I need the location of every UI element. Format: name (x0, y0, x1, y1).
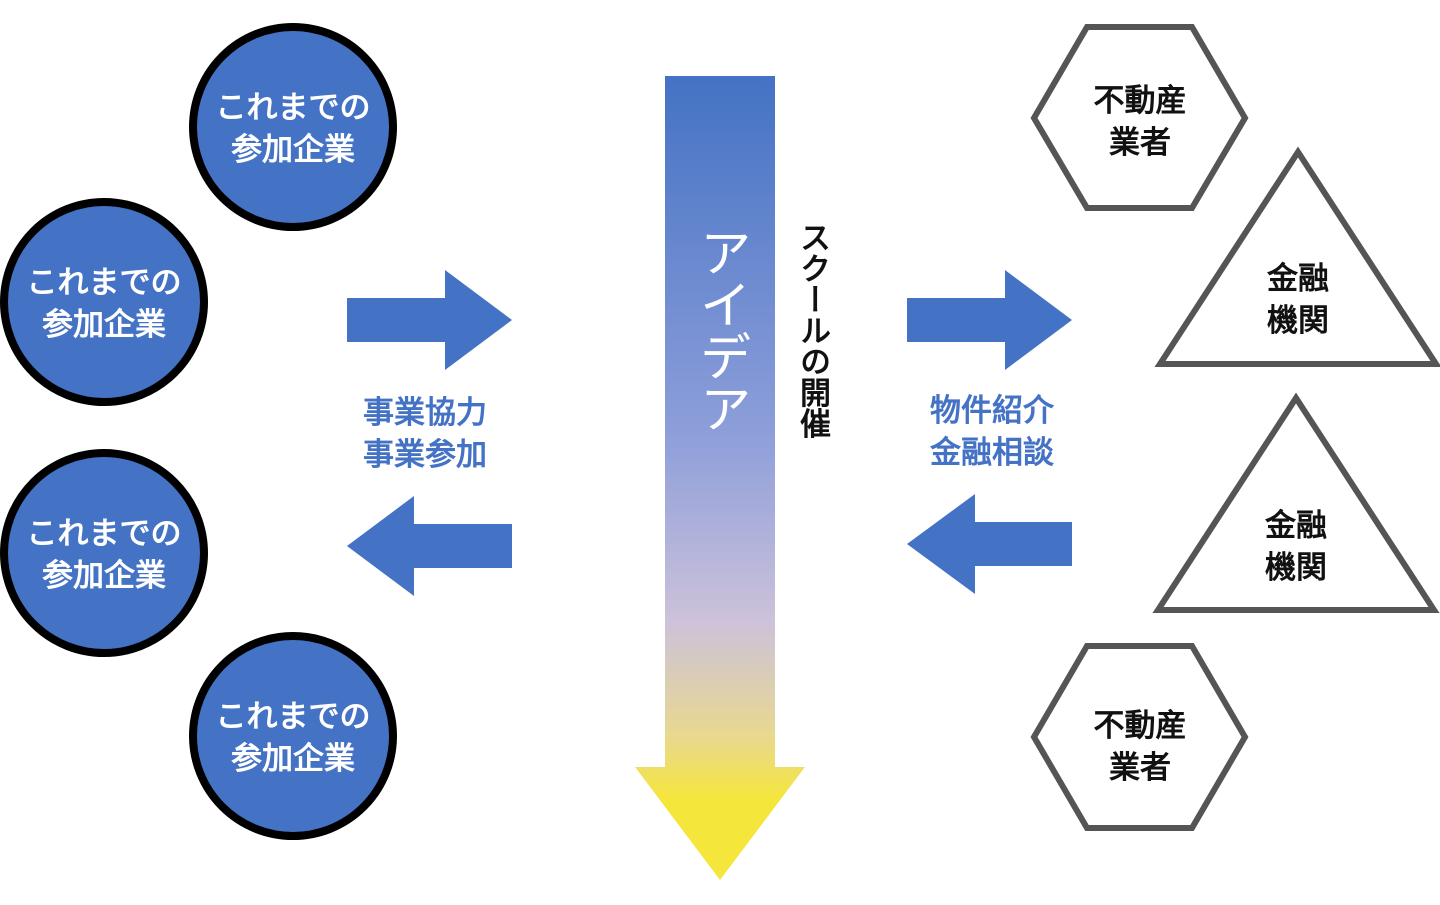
node-label: 参加企業 (42, 307, 166, 343)
left-arrow (347, 496, 512, 596)
left-node: これまでの 参加企業 (0, 449, 208, 657)
right-arrow (347, 270, 512, 370)
node-label: これまでの (216, 90, 371, 126)
node-label: 参加企業 (42, 558, 166, 594)
node-label: 機関 (1265, 550, 1327, 586)
right-node-triangle: 金融 機関 (1154, 146, 1440, 367)
center-arrow-label: アイデア (690, 226, 750, 434)
left-node: これまでの 参加企業 (189, 632, 397, 840)
node-label: 不動産 (1094, 83, 1187, 119)
node-label: これまでの (27, 516, 182, 552)
left-node: これまでの 参加企業 (189, 23, 397, 231)
node-label: 金融 (1264, 508, 1327, 544)
right-node-triangle: 金融 機関 (1152, 392, 1440, 613)
right-node-hexagon: 不動産 業者 (1030, 643, 1249, 831)
node-label: 不動産 (1094, 708, 1187, 744)
node-label: 金融 (1266, 261, 1329, 297)
center-arrow (635, 76, 805, 880)
flow-label: 物件紹介 (930, 393, 1055, 429)
flow-label: 事業協力 (363, 395, 487, 431)
node-label: 機関 (1267, 303, 1329, 339)
flow-label: 事業参加 (363, 437, 487, 473)
left-arrow (907, 494, 1072, 594)
node-label: 参加企業 (231, 741, 355, 777)
left-node: これまでの 参加企業 (0, 198, 208, 406)
node-label: 業者 (1109, 750, 1171, 786)
node-label: 参加企業 (231, 132, 355, 168)
center-side-label: スクールの開催 (794, 222, 831, 439)
right-node-hexagon: 不動産 業者 (1030, 24, 1249, 211)
node-label: これまでの (216, 699, 371, 735)
flow-label: 金融相談 (929, 435, 1055, 471)
node-label: 業者 (1109, 125, 1171, 161)
right-arrow (907, 270, 1072, 370)
node-label: これまでの (27, 265, 182, 301)
